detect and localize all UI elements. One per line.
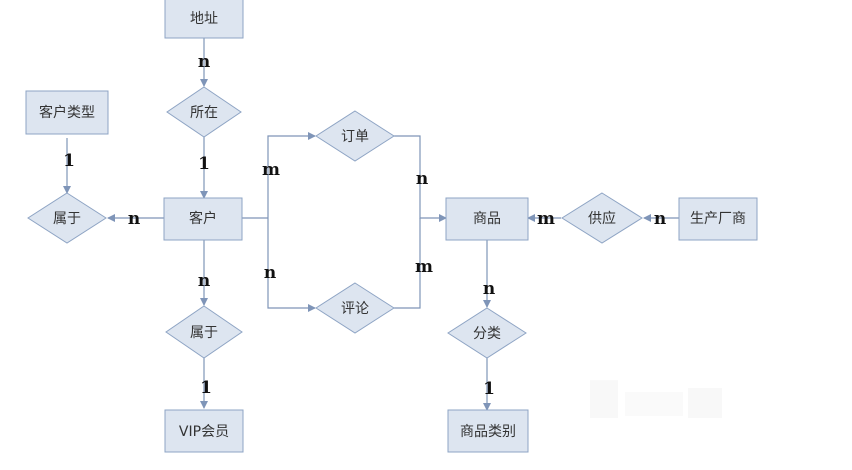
cardinality-categorize-category: 1 [483, 379, 495, 399]
entity-product: 商品 [445, 197, 529, 241]
relationship-categorize-label: 分类 [473, 326, 501, 342]
cardinality-product-categorize: n [483, 279, 495, 299]
cardinality-belongs-vip-member: 1 [200, 378, 212, 398]
connector-review-product [394, 218, 421, 309]
cardinality-order-product: n [416, 169, 428, 189]
cardinality-labels: n 1 1 n m n n m n 1 m n n 1 [63, 52, 666, 399]
relationships: 所在 属于 订单 评论 供应 属于 分类 [27, 86, 643, 359]
entity-manufacturer-label: 生产厂商 [690, 211, 746, 227]
entity-product-category: 商品类别 [447, 409, 529, 453]
cardinality-customer-review: n [264, 263, 276, 283]
cardinality-review-product: m [415, 257, 433, 277]
entity-manufacturer: 生产厂商 [678, 197, 758, 241]
connector-order-product [394, 135, 447, 222]
cardinality-customer-order: m [262, 160, 280, 180]
cardinality-customer-belongs-vip: n [198, 271, 210, 291]
relationship-supply: 供应 [561, 192, 643, 244]
relationship-belongs-type: 属于 [27, 192, 107, 244]
connector-customer-order [267, 132, 316, 218]
entity-address-label: 地址 [190, 11, 218, 27]
relationship-review: 评论 [315, 282, 395, 334]
cardinality-customer-type-belongs: 1 [63, 151, 75, 171]
relationship-located-in-label: 所在 [190, 105, 218, 121]
entity-product-label: 商品 [473, 211, 501, 227]
cardinality-address-located-in: n [198, 52, 210, 72]
entity-customer-type-label: 客户类型 [39, 104, 95, 121]
relationship-belongs-vip: 属于 [165, 305, 243, 359]
entity-address: 地址 [164, 0, 244, 39]
relationship-order-label: 订单 [341, 129, 369, 145]
entity-customer-label: 客户 [189, 210, 217, 227]
connector-customer-review [267, 218, 316, 312]
cardinality-supply-product: m [537, 209, 555, 229]
watermark-smudge [590, 380, 722, 418]
relationship-supply-label: 供应 [588, 210, 616, 227]
entity-vip-member-label: VIP会员 [179, 424, 229, 440]
relationship-located-in: 所在 [166, 86, 242, 138]
entity-product-category-label: 商品类别 [460, 424, 516, 440]
entity-customer-type: 客户类型 [25, 90, 109, 135]
entity-vip-member: VIP会员 [164, 409, 244, 453]
relationship-belongs-type-label: 属于 [53, 211, 81, 227]
relationship-order: 订单 [315, 110, 395, 162]
relationship-belongs-vip-label: 属于 [190, 325, 218, 341]
relationship-review-label: 评论 [341, 301, 369, 317]
cardinality-manufacturer-supply: n [654, 209, 666, 229]
cardinality-located-in-customer: 1 [198, 154, 210, 174]
connectors [63, 38, 679, 411]
relationship-categorize: 分类 [447, 307, 527, 359]
entities: 地址 客户类型 客户 商品 生产厂商 VIP会员 商品类别 [25, 0, 758, 453]
entity-customer: 客户 [163, 197, 243, 241]
cardinality-customer-belongs-type: n [128, 209, 140, 229]
